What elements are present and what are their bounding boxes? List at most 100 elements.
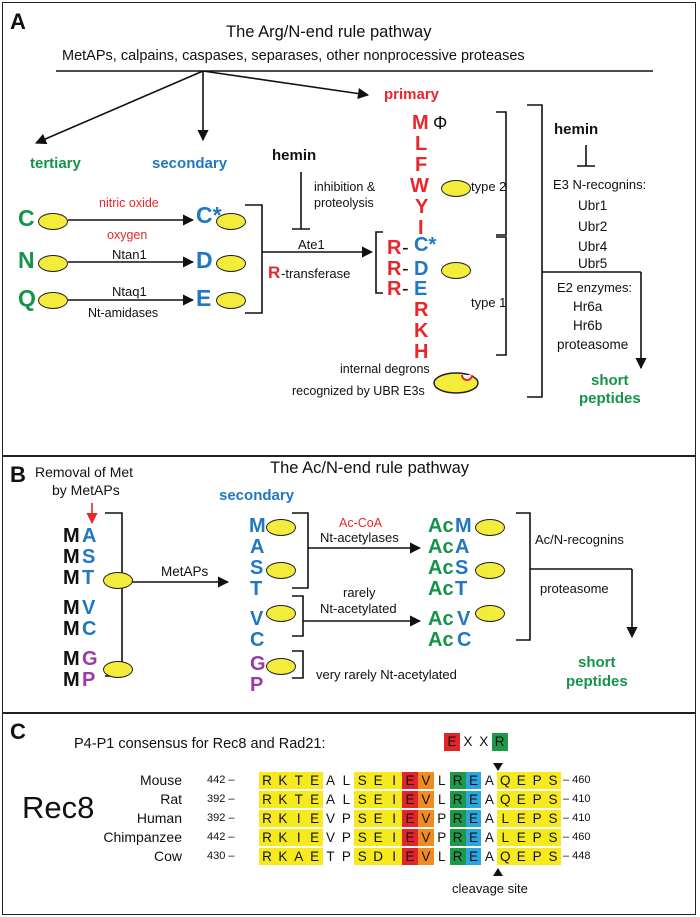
substrate-oval xyxy=(216,255,246,272)
residue-cell: K xyxy=(274,829,291,846)
secondary-c-star: C* xyxy=(196,202,222,228)
start-position: 392 – xyxy=(207,793,235,805)
res-s: S xyxy=(82,546,96,568)
residue-cell: E xyxy=(306,810,323,827)
residue-cell: A xyxy=(326,773,336,788)
rarely-nt-label: Nt-acetylated xyxy=(320,601,397,616)
metaps-label: MetAPs xyxy=(161,564,209,579)
residue-cell: E xyxy=(465,848,482,865)
residue-cell: E xyxy=(465,810,482,827)
residue-cell: E xyxy=(306,791,323,808)
consensus-x: X xyxy=(479,734,489,749)
residue-cell: L xyxy=(437,792,446,807)
start-position: 442 – xyxy=(207,831,235,843)
rarely-label: rarely xyxy=(343,585,376,600)
residue-cell: E xyxy=(465,829,482,846)
oxygen-label: oxygen xyxy=(107,228,148,242)
species-label: Cow xyxy=(153,848,182,864)
substrate-oval xyxy=(475,562,505,579)
residue-cell: E xyxy=(402,848,418,865)
residue-cell: P xyxy=(341,811,351,826)
type1-c-star: C* xyxy=(414,234,437,256)
ntaq1-label: Ntaq1 xyxy=(112,284,147,299)
residue-cell: E xyxy=(513,791,530,808)
peptides-label-b: peptides xyxy=(566,673,628,690)
type2-label: type 2 xyxy=(471,179,507,194)
residue-cell: E xyxy=(306,772,323,789)
residue-cell: A xyxy=(484,830,494,845)
end-position: – 460 xyxy=(563,774,591,786)
residue-cell: P xyxy=(529,848,546,865)
substrate-oval xyxy=(266,562,296,579)
panel-a-letter: A xyxy=(10,9,26,34)
start-position: 430 – xyxy=(207,850,235,862)
primary-l: L xyxy=(415,133,428,155)
sec-t: T xyxy=(250,578,263,600)
primary-i: I xyxy=(418,217,424,239)
substrate-oval xyxy=(475,605,505,622)
substrate-oval xyxy=(266,519,296,536)
substrate-oval xyxy=(103,572,133,589)
arg-r-2: R xyxy=(387,258,402,280)
acs: S xyxy=(455,557,469,579)
residue-cell: Q xyxy=(497,848,514,865)
primary-y: Y xyxy=(415,196,429,218)
residue-cell: E xyxy=(402,772,418,789)
residue-cell: P xyxy=(529,791,546,808)
residue-cell: S xyxy=(354,772,371,789)
panel-a-title: The Arg/N-end rule pathway xyxy=(226,23,432,41)
residue-cell: V xyxy=(417,772,434,789)
residue-cell: P xyxy=(341,849,351,864)
secondary-e: E xyxy=(196,285,212,311)
start-position: 392 – xyxy=(207,812,235,824)
met-4: M xyxy=(63,597,80,619)
e3-ubr5: Ubr5 xyxy=(578,256,608,271)
residue-cell: E xyxy=(465,791,482,808)
end-position: – 448 xyxy=(563,850,591,862)
end-position: – 410 xyxy=(563,793,591,805)
nt-acetylases-label: Nt-acetylases xyxy=(320,530,399,545)
residue-cell: P xyxy=(529,772,546,789)
residue-cell: R xyxy=(259,791,275,808)
phi-symbol: Φ xyxy=(433,113,448,133)
residue-cell: V xyxy=(417,810,434,827)
residue-cell: E xyxy=(370,772,387,789)
residue-cell: A xyxy=(290,848,307,865)
residue-cell: S xyxy=(545,772,561,789)
substrate-oval xyxy=(441,262,471,279)
residue-cell: E xyxy=(370,829,387,846)
substrate-oval xyxy=(216,292,246,309)
panel-b-frame xyxy=(2,455,696,714)
residue-cell: L xyxy=(497,810,514,827)
residue-cell: I xyxy=(290,829,307,846)
hemin-label-2: hemin xyxy=(554,121,599,138)
sec-m: M xyxy=(249,515,266,537)
substrate-oval xyxy=(38,213,68,230)
residue-cell: P xyxy=(341,830,351,845)
panel-b-letter: B xyxy=(10,462,26,487)
end-position: – 410 xyxy=(563,812,591,824)
cleavage-site-label: cleavage site xyxy=(452,881,528,896)
res-p: P xyxy=(82,669,96,691)
hemin-label-1: hemin xyxy=(272,147,317,164)
ac-4: Ac xyxy=(428,578,454,600)
substrate-oval xyxy=(38,292,68,309)
species-label: Rat xyxy=(160,791,182,807)
primary-label: primary xyxy=(384,86,440,103)
residue-cell: S xyxy=(545,829,561,846)
substrate-oval xyxy=(441,180,471,197)
residue-cell: R xyxy=(259,772,275,789)
residue-cell: I xyxy=(386,829,403,846)
consensus-r: R xyxy=(491,733,508,751)
sec-c: C xyxy=(250,629,265,651)
met-6: M xyxy=(63,648,80,670)
internal-degrons-label-2: recognized by UBR E3s xyxy=(292,384,425,398)
res-c: C xyxy=(82,618,97,640)
residue-cell: V xyxy=(326,830,336,845)
res-t: T xyxy=(82,567,95,589)
residue-cell: E xyxy=(306,829,323,846)
